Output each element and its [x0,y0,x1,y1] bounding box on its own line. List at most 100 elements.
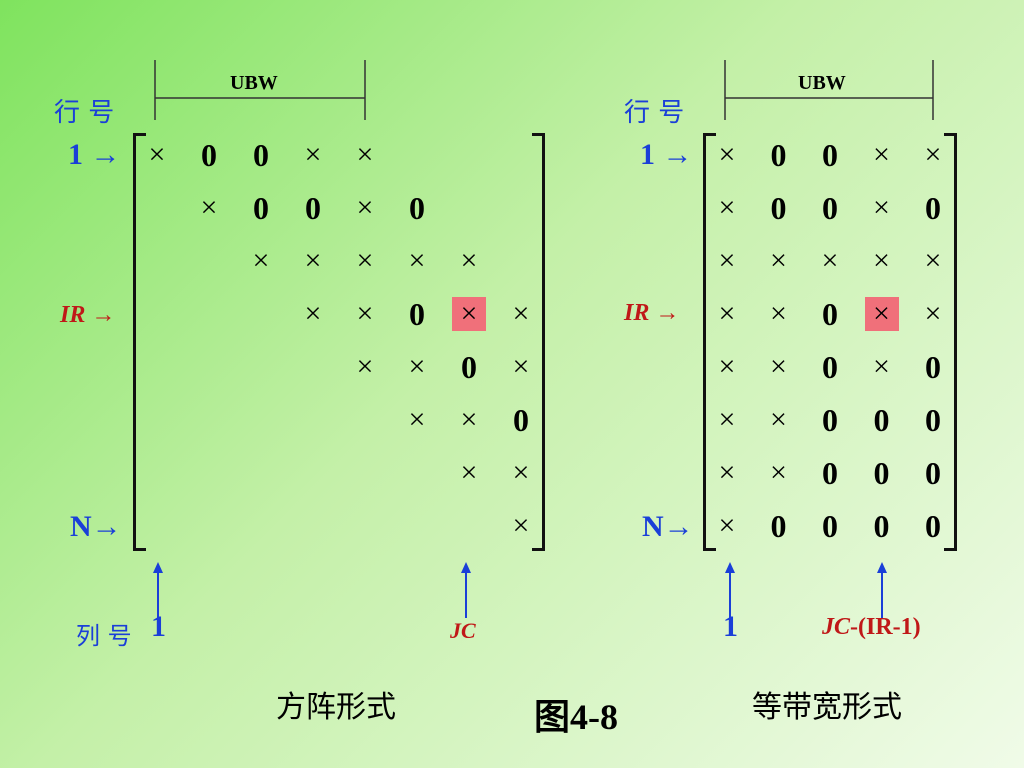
right-matrix-cell-r4-c1: × [718,297,736,330]
right-matrix-cell-r4-c5: × [924,297,942,330]
right-matrix-cell-r7-c2: × [770,456,787,489]
right-matrix-cell-r7-c3: 0 [822,455,838,491]
left-matrix-cell-r3-c3: × [252,244,270,277]
left-ubw-bracket [154,60,366,120]
right-caption: 等带宽形式 [752,690,902,725]
right-matrix-cell-r5-c1: × [718,350,736,383]
left-matrix-cell-r1-c1: × [148,138,166,171]
left-col-jc-arrow [461,562,471,618]
right-matrix-cell-r6-c1: × [718,403,736,436]
left-matrix-cell-r5-c5: × [356,350,374,383]
right-col-jc-suffix: -(IR-1) [850,614,921,640]
left-matrix-cell-r1-c5: × [356,138,374,171]
right-matrix-cell-r5-c4: × [873,350,890,383]
left-col-header: 列 号 [76,622,132,650]
left-matrix-cell-r2-c2: × [200,191,218,224]
left-matrix-cell-r4-c6: 0 [409,296,425,332]
right-matrix-cell-r3-c5: × [924,244,942,277]
left-matrix-cell-r1-c2: 0 [201,137,217,173]
right-matrix-cell-r6-c2: × [770,403,787,436]
right-matrix-cell-r2-c4: × [873,191,890,224]
left-matrix-left-bracket [133,133,146,551]
left-row-first-label: 1 → [68,138,121,171]
right-matrix-right-bracket [944,133,957,551]
right-ubw-label: UBW [798,72,846,94]
left-matrix-cell-r2-c3: 0 [253,190,269,226]
right-col-first-label: 1 [723,610,738,643]
left-matrix-cell-r3-c7: × [460,244,478,277]
left-row-last-label: N→ [70,510,122,543]
right-ubw-bracket [724,60,934,120]
right-col-jc-label: JC-(IR-1) [822,614,921,641]
right-matrix-cell-r1-c4: × [873,138,890,171]
right-matrix-cell-r6-c4: 0 [873,402,890,438]
left-matrix-cell-r4-c4: × [304,297,322,330]
right-row-header: 行 号 [624,98,685,128]
left-matrix-cell-r8-c8: × [512,509,530,542]
right-matrix-cell-r8-c5: 0 [925,508,941,544]
left-matrix-cell-r7-c8: × [512,456,530,489]
right-matrix-cell-r8-c3: 0 [822,508,838,544]
right-matrix-cell-r6-c3: 0 [822,402,838,438]
right-matrix-cell-r8-c1: × [718,509,736,542]
right-matrix-cell-r3-c1: × [718,244,736,277]
left-matrix-cell-r1-c3: 0 [253,137,269,173]
left-matrix-cell-r6-c6: × [408,403,426,436]
left-matrix-cell-r6-c7: × [460,403,478,436]
right-matrix-cell-r3-c2: × [770,244,787,277]
left-col-first-label: 1 [151,610,166,643]
right-col-first-arrow [725,562,735,618]
right-matrix-cell-r7-c4: 0 [873,455,890,491]
left-matrix-cell-r1-c4: × [304,138,322,171]
right-matrix-cell-r5-c5: 0 [925,349,941,385]
left-matrix-cell-r3-c6: × [408,244,426,277]
left-matrix-cell-r2-c4: 0 [305,190,321,226]
right-matrix-cell-r4-c4: × [864,297,899,331]
left-caption: 方阵形式 [276,690,396,725]
right-matrix-left-bracket [703,133,716,551]
right-matrix-cell-r1-c2: 0 [770,137,787,173]
right-row-first-label: 1 → [640,138,693,171]
right-matrix-cell-r4-c2: × [770,297,787,330]
left-col-jc-label: JC [450,618,476,643]
left-matrix-cell-r4-c7: × [452,297,486,331]
right-matrix-cell-r1-c3: 0 [822,137,838,173]
right-row-ir-label: IR → [624,300,680,326]
right-matrix-cell-r5-c3: 0 [822,349,838,385]
right-matrix-cell-r2-c2: 0 [770,190,787,226]
left-row-ir-label: IR → [60,302,116,328]
left-matrix-cell-r5-c7: 0 [461,349,477,385]
left-matrix-cell-r2-c5: × [356,191,374,224]
right-matrix-cell-r2-c3: 0 [822,190,838,226]
right-col-jc-arrow [877,562,887,618]
left-col-first-arrow [153,562,163,618]
left-matrix-cell-r5-c8: × [512,350,530,383]
left-row-header: 行 号 [54,98,115,128]
left-matrix-cell-r4-c5: × [356,297,374,330]
right-matrix-cell-r2-c1: × [718,191,736,224]
left-matrix-cell-r2-c6: 0 [409,190,425,226]
left-matrix-cell-r5-c6: × [408,350,426,383]
right-matrix-cell-r6-c5: 0 [925,402,941,438]
right-matrix-cell-r4-c3: 0 [822,296,838,332]
left-matrix-cell-r3-c5: × [356,244,374,277]
right-matrix-cell-r2-c5: 0 [925,190,941,226]
right-col-jc-prefix: JC [822,614,851,640]
figure-label: 图4-8 [534,697,618,737]
left-matrix-cell-r6-c8: 0 [513,402,529,438]
left-matrix-cell-r4-c8: × [512,297,530,330]
right-matrix-cell-r5-c2: × [770,350,787,383]
right-matrix-cell-r3-c4: × [873,244,890,277]
right-matrix-cell-r1-c5: × [924,138,942,171]
right-matrix-cell-r8-c2: 0 [770,508,787,544]
left-matrix-cell-r3-c4: × [304,244,322,277]
right-matrix-cell-r7-c1: × [718,456,736,489]
right-matrix-cell-r3-c3: × [821,244,839,277]
right-matrix-cell-r7-c5: 0 [925,455,941,491]
right-matrix-cell-r1-c1: × [718,138,736,171]
left-ubw-label: UBW [230,72,278,94]
right-row-last-label: N→ [642,510,694,543]
left-matrix-right-bracket [532,133,545,551]
left-matrix-cell-r7-c7: × [460,456,478,489]
right-matrix-cell-r8-c4: 0 [873,508,890,544]
